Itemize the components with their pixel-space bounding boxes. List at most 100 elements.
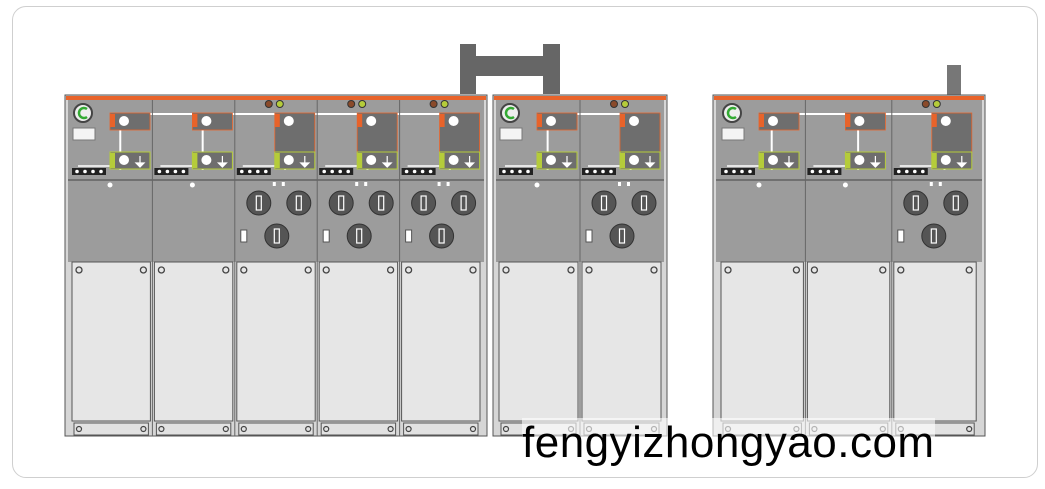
orange-top-strip — [714, 96, 984, 100]
switch-operating-hole-icon — [546, 116, 556, 126]
plinth-screw — [323, 425, 330, 433]
busbar-coupler — [460, 44, 560, 94]
gauge-needle-arc — [504, 106, 515, 120]
test-socket-dot — [330, 169, 335, 174]
earth-operating-hole-icon — [119, 155, 129, 165]
position-indicator-dot — [938, 182, 942, 186]
front-door — [498, 261, 579, 422]
fuse-indicator-icon — [322, 229, 330, 243]
fuse-switch-box — [619, 112, 661, 158]
fuse-symbol-icon — [338, 195, 345, 211]
front-door — [153, 261, 234, 422]
orange-operation-tag — [620, 114, 625, 127]
plinth-plate — [73, 422, 149, 436]
earth-operating-hole-icon — [854, 155, 865, 165]
earthing-switch-box — [619, 151, 661, 170]
fuse-cover-knob-icon — [609, 223, 635, 249]
indicator-light-on-icon — [358, 100, 367, 108]
plinth-screw — [405, 425, 412, 433]
cable-test-socket-strip — [154, 168, 189, 175]
gauge-needle-arc — [726, 106, 737, 120]
panel-cable — [498, 103, 579, 436]
pressure-gauge-icon — [500, 103, 520, 123]
switch-operating-hole-icon — [629, 116, 639, 126]
switch-operating-hole-icon — [448, 116, 459, 126]
plinth-plate — [403, 422, 479, 436]
test-socket-dot — [91, 169, 95, 174]
position-indicator-dot — [272, 182, 276, 186]
green-operation-tag — [931, 153, 937, 168]
test-socket-dot — [75, 169, 79, 174]
orange-operation-tag — [110, 114, 115, 127]
green-operation-tag — [439, 153, 445, 168]
fuse-cover-knob-icon — [246, 190, 272, 216]
earth-symbol-icon — [134, 156, 146, 168]
plinth-screw — [158, 425, 165, 433]
door-screw — [386, 266, 395, 274]
door-screw — [469, 266, 477, 274]
fuse-symbol-icon — [273, 228, 280, 244]
cable-test-socket-strip — [721, 168, 755, 175]
switch-operating-hole-icon — [119, 116, 129, 126]
fuse-cover-knob-icon — [429, 223, 455, 249]
switch-operating-hole-icon — [366, 116, 377, 126]
panel-fuse — [316, 100, 399, 436]
test-socket-dot — [724, 169, 728, 174]
test-socket-dot — [428, 169, 433, 174]
test-socket-dot — [420, 169, 425, 174]
green-operation-tag — [192, 153, 198, 168]
fuse-symbol-icon — [600, 195, 608, 211]
position-indicator-dot — [107, 182, 113, 188]
nameplate-label — [721, 127, 745, 141]
extension-stub — [947, 65, 961, 95]
test-socket-dot — [732, 169, 736, 174]
position-indicator-dot — [437, 182, 441, 186]
load-switch-box — [191, 112, 233, 131]
door-screw — [965, 266, 973, 274]
panel-cable — [71, 103, 151, 436]
earth-operating-hole-icon — [366, 155, 377, 165]
earth-operating-hole-icon — [768, 155, 778, 165]
position-indicator-dot — [618, 182, 621, 186]
fuse-symbol-icon — [460, 195, 467, 211]
door-screw — [810, 266, 819, 274]
earth-symbol-icon — [561, 156, 573, 168]
test-socket-dot — [157, 169, 162, 174]
test-socket-dot — [502, 169, 506, 174]
test-socket-dot — [322, 169, 327, 174]
plinth-plate — [320, 422, 397, 436]
fuse-indicator-icon — [240, 229, 248, 243]
position-indicator-dot — [842, 182, 848, 188]
orange-operation-tag — [357, 114, 363, 127]
front-door — [401, 261, 481, 422]
front-door — [720, 261, 804, 422]
position-indicator-dot — [627, 182, 630, 186]
test-socket-dot — [593, 169, 597, 174]
front-door — [318, 261, 399, 422]
earth-symbol-icon — [644, 156, 656, 168]
orange-operation-tag — [845, 114, 851, 127]
plinth-screw — [140, 425, 147, 433]
indicator-light-on-icon — [932, 100, 941, 108]
door-screw — [792, 266, 801, 274]
fuse-switch-box — [439, 112, 481, 158]
cable-test-socket-strip — [582, 168, 616, 175]
fuse-cover-knob-icon — [411, 190, 437, 216]
door-screw — [897, 266, 905, 274]
fuse-switch-box — [274, 112, 316, 158]
earth-operating-hole-icon — [448, 155, 459, 165]
earth-symbol-icon — [216, 156, 228, 168]
test-socket-dot — [921, 169, 925, 174]
cable-test-socket-strip — [807, 168, 842, 175]
test-socket-dot — [818, 169, 823, 174]
door-screw — [404, 266, 413, 274]
plinth-screw — [222, 425, 229, 433]
plinth-screw — [240, 425, 247, 433]
earthing-switch-box — [758, 151, 800, 170]
test-socket-dot — [585, 169, 589, 174]
fuse-cover-knob-icon — [921, 223, 947, 249]
green-operation-tag — [845, 153, 851, 168]
switch-operating-hole-icon — [854, 116, 865, 126]
test-socket-dot — [913, 169, 917, 174]
position-indicator-dot — [364, 182, 368, 186]
